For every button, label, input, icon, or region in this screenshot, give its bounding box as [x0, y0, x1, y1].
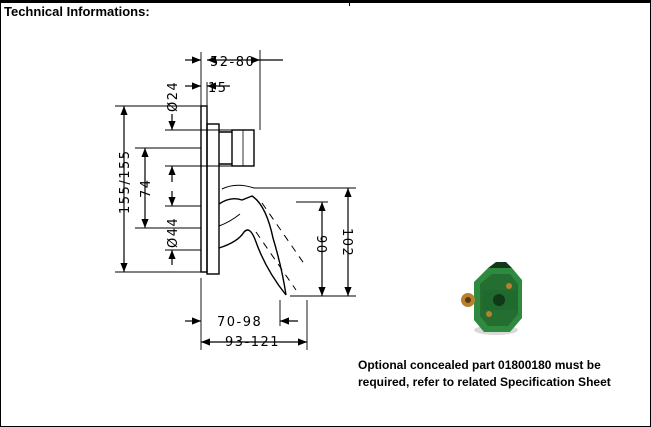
- top-rule: [0, 0, 651, 3]
- dimension-lines: [120, 56, 352, 346]
- note-line-1: Optional concealed part 01800180 must be: [358, 358, 601, 372]
- top-tick: [349, 0, 350, 6]
- extension-lines: [115, 50, 356, 350]
- dim-102: 102: [339, 228, 354, 257]
- dim-dia-24: Ø24: [166, 81, 181, 112]
- section-heading: Technical Informations:: [4, 4, 150, 19]
- lever-top: [218, 195, 287, 296]
- dim-74: 74: [139, 178, 154, 198]
- lever-bottom: [218, 229, 287, 296]
- dim-155-155: 155/155: [118, 149, 133, 214]
- note-line-2: required, refer to related Specification…: [358, 375, 611, 389]
- dim-15: 15: [208, 81, 228, 96]
- wall-body: [206, 123, 220, 275]
- dim-90: 90: [313, 235, 328, 255]
- dim-70-98: 70-98: [217, 315, 262, 330]
- mixer-profile: [200, 105, 287, 296]
- concealed-part-note: Optional concealed part 01800180 must be…: [358, 357, 648, 391]
- dim-dia-44: Ø44: [166, 217, 181, 248]
- dimension-labels: 52-80 15 Ø24 155/155 74 Ø44 90 102 70-98…: [118, 55, 354, 350]
- concealed-part-image: [461, 262, 522, 335]
- dim-93-121: 93-121: [225, 335, 280, 350]
- cover-plate: [200, 105, 208, 273]
- dim-52-80: 52-80: [210, 55, 255, 70]
- lever-swing-arc: [255, 202, 306, 291]
- spout-stem: [219, 131, 232, 165]
